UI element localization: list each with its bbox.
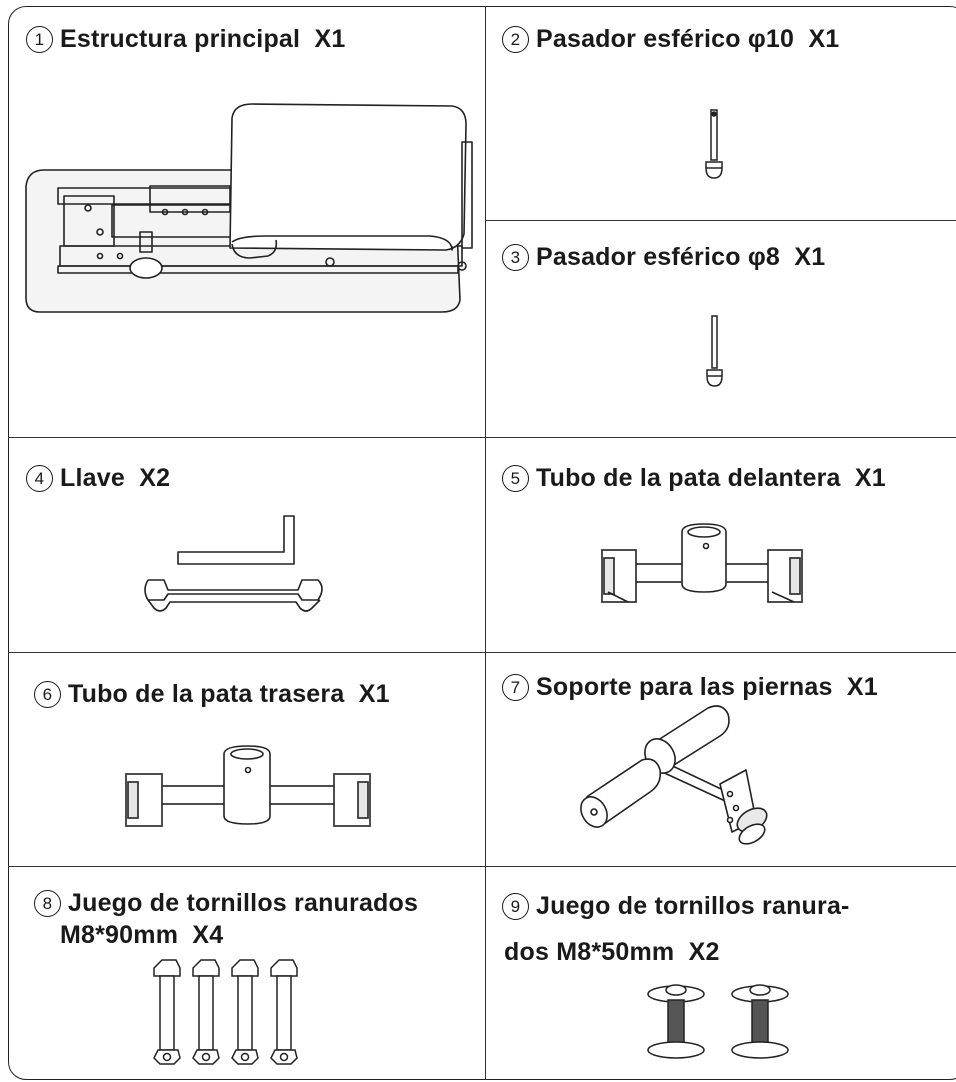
part-2-number: 2 [502,26,529,53]
bolt-3 [231,959,259,1065]
ball-pin-8-illustration [706,315,723,387]
part-2-label: 2 Pasador esférico φ10 X1 [502,25,839,54]
row-divider-3 [8,652,956,654]
part-3-name: Pasador esférico φ8 [536,243,781,271]
part-1-label: 1 Estructura principal X1 [26,25,345,54]
part-9-size: dos M8*50mm [504,938,675,966]
part-8-size: M8*90mm [60,921,179,949]
part-4-name: Llave [60,464,125,492]
bolt-set-m8x90-illustration [153,959,298,1065]
wrench-illustration [144,515,323,612]
part-6-label: 6 Tubo de la pata trasera X1 [34,680,390,709]
part-7-number: 7 [502,674,529,701]
bolt-2 [192,959,220,1065]
ball-pin-10-illustration [705,109,723,179]
part-9-number: 9 [502,893,529,920]
row-divider-2a [485,220,956,222]
part-1-name: Estructura principal [60,25,301,53]
row-divider-4 [8,866,956,868]
rear-leg-tube-illustration [125,745,371,827]
parts-list-frame [8,6,956,1080]
part-3-qty: X1 [794,243,826,271]
short-bolt-1 [647,984,705,1059]
part-5-number: 5 [502,465,529,492]
part-1-qty: X1 [314,25,346,53]
part-4-label: 4 Llave X2 [26,464,170,493]
part-9-name: Juego de tornillos ranura- [536,892,850,920]
part-7-qty: X1 [846,673,878,701]
part-7-name: Soporte para las piernas [536,673,833,701]
part-4-qty: X2 [139,464,171,492]
part-6-name: Tubo de la pata trasera [68,680,345,708]
part-8-number: 8 [34,890,61,917]
part-6-number: 6 [34,681,61,708]
part-2-qty: X1 [808,25,840,53]
part-8-name: Juego de tornillos ranurados [68,889,419,917]
part-5-name: Tubo de la pata delantera [536,464,841,492]
row-divider-1 [8,437,956,439]
part-8-qty: X4 [192,921,224,949]
bolt-set-m8x50-illustration [647,984,789,1059]
part-1-number: 1 [26,26,53,53]
part-3-label: 3 Pasador esférico φ8 X1 [502,243,825,272]
short-bolt-2 [731,984,789,1059]
part-9-qty: X2 [688,938,720,966]
part-3-number: 3 [502,244,529,271]
part-5-label: 5 Tubo de la pata delantera X1 [502,464,886,493]
part-7-label: 7 Soporte para las piernas X1 [502,673,878,702]
front-leg-tube-illustration [601,523,803,603]
part-8-label: 8 Juego de tornillos ranurados M8*90mm X4 [34,887,418,951]
bolt-4 [270,959,298,1065]
part-2-name: Pasador esférico φ10 [536,25,795,53]
part-5-qty: X1 [854,464,886,492]
part-4-number: 4 [26,465,53,492]
bolt-1 [153,959,181,1065]
leg-support-illustration [580,705,768,845]
column-divider [485,6,487,1080]
part-6-qty: X1 [358,680,390,708]
